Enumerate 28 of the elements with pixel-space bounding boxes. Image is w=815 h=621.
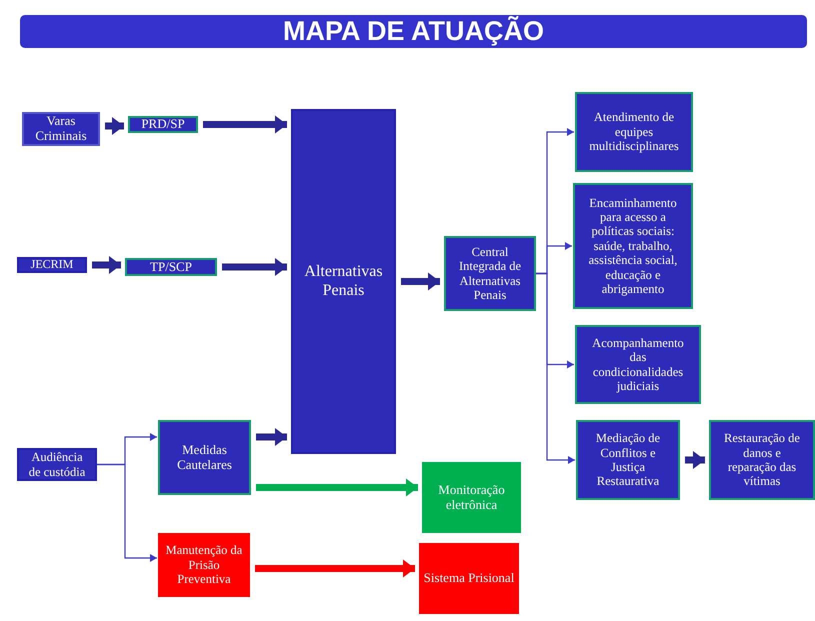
process-box: Mediação de Conflitos e Justiça Restaurativa xyxy=(576,420,680,500)
process-box: JECRIM xyxy=(17,257,87,273)
process-box: Alternativas Penais xyxy=(291,109,396,454)
title-banner: MAPA DE ATUAÇÃO xyxy=(20,15,807,48)
block-arrow xyxy=(256,428,287,446)
process-box: Medidas Cautelares xyxy=(158,420,251,495)
block-arrow xyxy=(105,117,124,135)
connector-arrow xyxy=(536,272,575,464)
outcome-box: Sistema Prisional xyxy=(419,543,519,614)
process-box: Restauração de danos e reparação das vítimas xyxy=(709,420,815,500)
block-arrow xyxy=(255,560,415,578)
process-box: Varas Criminais xyxy=(22,112,100,146)
block-arrow xyxy=(222,258,287,276)
process-box: TP/SCP xyxy=(125,258,217,276)
block-arrow xyxy=(401,272,440,290)
process-box: Acompanhamento das condicionalidades judiciais xyxy=(575,325,701,404)
process-box: Encaminhamento para acesso a políticas sociais: saúde, trabalho, assistência social, educação e abrigamento xyxy=(573,183,693,309)
block-arrow xyxy=(685,451,705,469)
process-box: Atendimento de equipes multidisciplinares xyxy=(575,92,693,172)
outcome-box: Manutenção da Prisão Preventiva xyxy=(158,533,250,597)
connector-arrow xyxy=(97,464,157,562)
process-box: Central Integrada de Alternativas Penais xyxy=(444,236,536,311)
process-box: Audiência de custódia xyxy=(17,448,97,481)
outcome-box: Monitoração eletrônica xyxy=(422,462,521,533)
process-box: PRD/SP xyxy=(128,116,198,133)
block-arrow xyxy=(203,116,287,134)
block-arrow xyxy=(256,478,418,496)
block-arrow xyxy=(92,256,121,274)
